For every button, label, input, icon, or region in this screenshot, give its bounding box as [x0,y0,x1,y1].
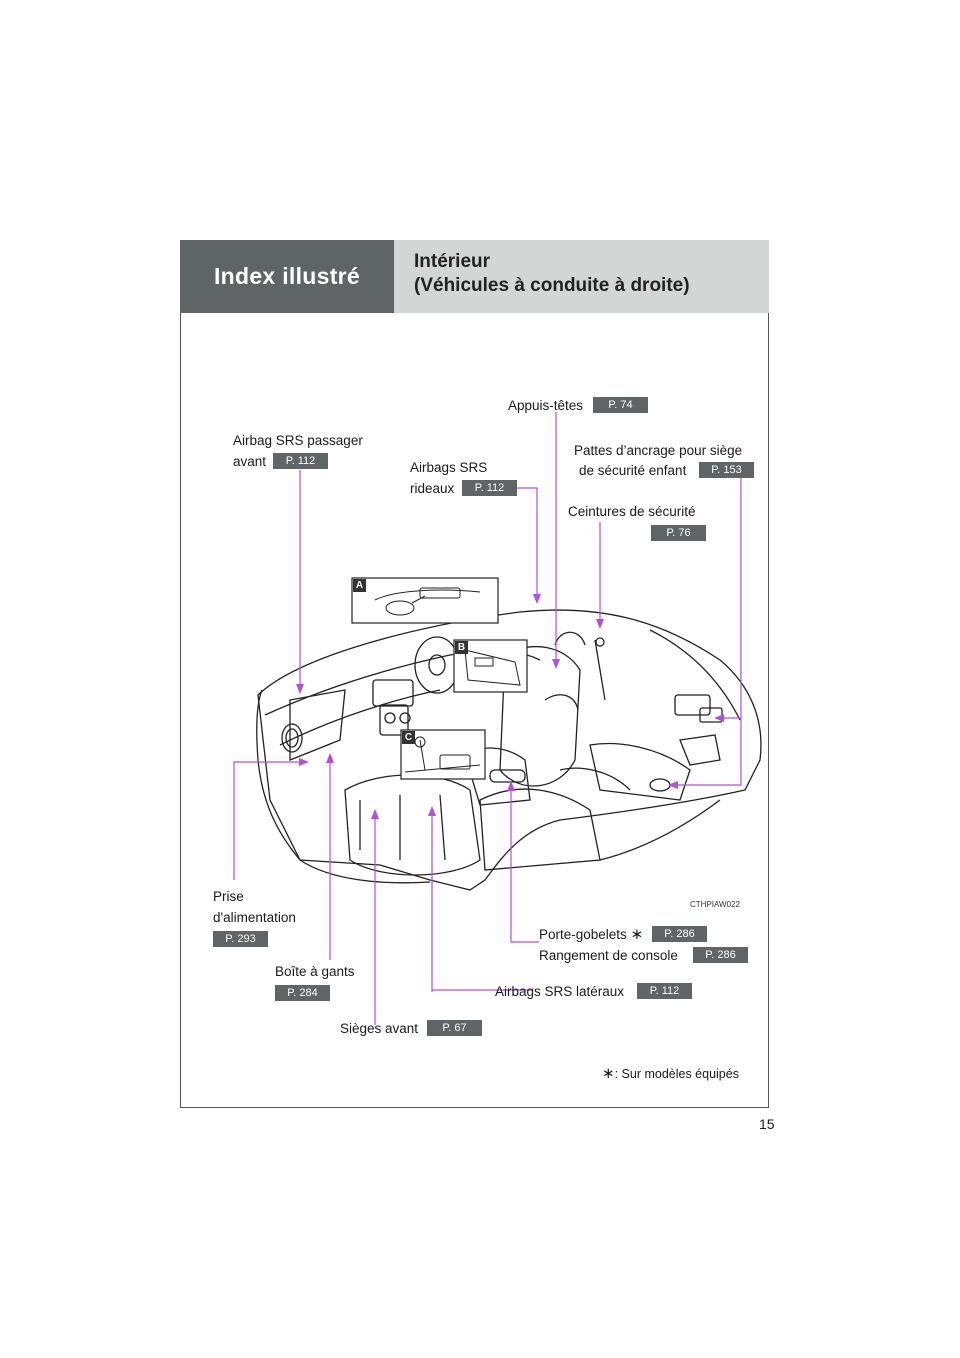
footnote-text: : Sur modèles équipés [614,1067,739,1081]
inset-a-tag: A [353,579,366,592]
header-title-box: Intérieur (Véhicules à conduite à droite… [394,240,769,313]
page-ref-appuis-tetes[interactable]: P. 74 [593,397,648,413]
callout-airbags-rideaux-line1: Airbags SRS [410,460,488,475]
callout-sieges-avant: Sièges avant [340,1021,419,1036]
page-ref-prise[interactable]: P. 293 [213,931,268,947]
callout-appuis-tetes: Appuis-têtes [508,398,584,413]
page-ref-airbags-lateraux[interactable]: P. 112 [637,983,692,999]
page-ref-airbags-rideaux[interactable]: P. 112 [462,480,517,496]
callout-ceintures: Ceintures de sécurité [568,504,696,519]
porte-gobelets-asterisk: ∗ [630,926,644,943]
callout-airbag-passager-line1: Airbag SRS passager [233,433,363,448]
callout-pattes-ancrage-line1: Pattes d’ancrage pour siège [574,443,743,458]
page-ref-pattes-ancrage[interactable]: P. 153 [699,462,754,478]
page-ref-airbag-passager[interactable]: P. 112 [273,453,328,469]
page-ref-porte-gobelets[interactable]: P. 286 [652,926,707,942]
page-number: 15 [759,1116,775,1132]
callout-airbag-passager-line2: avant [233,454,267,469]
page-ref-ceintures[interactable]: P. 76 [651,525,706,541]
page-ref-boite-gants[interactable]: P. 284 [275,985,330,1001]
callout-prise-line1: Prise [213,889,244,904]
inset-c-tag: C [402,731,415,744]
footnote-asterisk: ∗ [602,1065,615,1082]
page-ref-rangement-console[interactable]: P. 286 [693,947,748,963]
callout-boite-gants: Boîte à gants [275,964,355,979]
header-title-line1: Intérieur [414,251,491,272]
callout-rangement-console: Rangement de console [539,948,678,963]
callout-airbags-rideaux-line2: rideaux [410,481,455,496]
header-title-line2: (Véhicules à conduite à droite) [414,275,690,296]
section-title: Index illustré [180,240,394,313]
porte-gobelets-label: Porte-gobelets [539,927,627,942]
footnote: ∗: Sur modèles équipés [602,1066,739,1082]
page-ref-sieges-avant[interactable]: P. 67 [427,1020,482,1036]
callout-airbags-lateraux: Airbags SRS latéraux [495,984,625,999]
callout-prise-line2: d'alimentation [213,910,296,925]
image-code: CTHPIAW022 [690,900,740,909]
callout-pattes-ancrage-line2: de sécurité enfant [579,463,687,478]
inset-b-tag: B [455,641,468,654]
callout-porte-gobelets: Porte-gobelets ∗ [539,927,643,943]
